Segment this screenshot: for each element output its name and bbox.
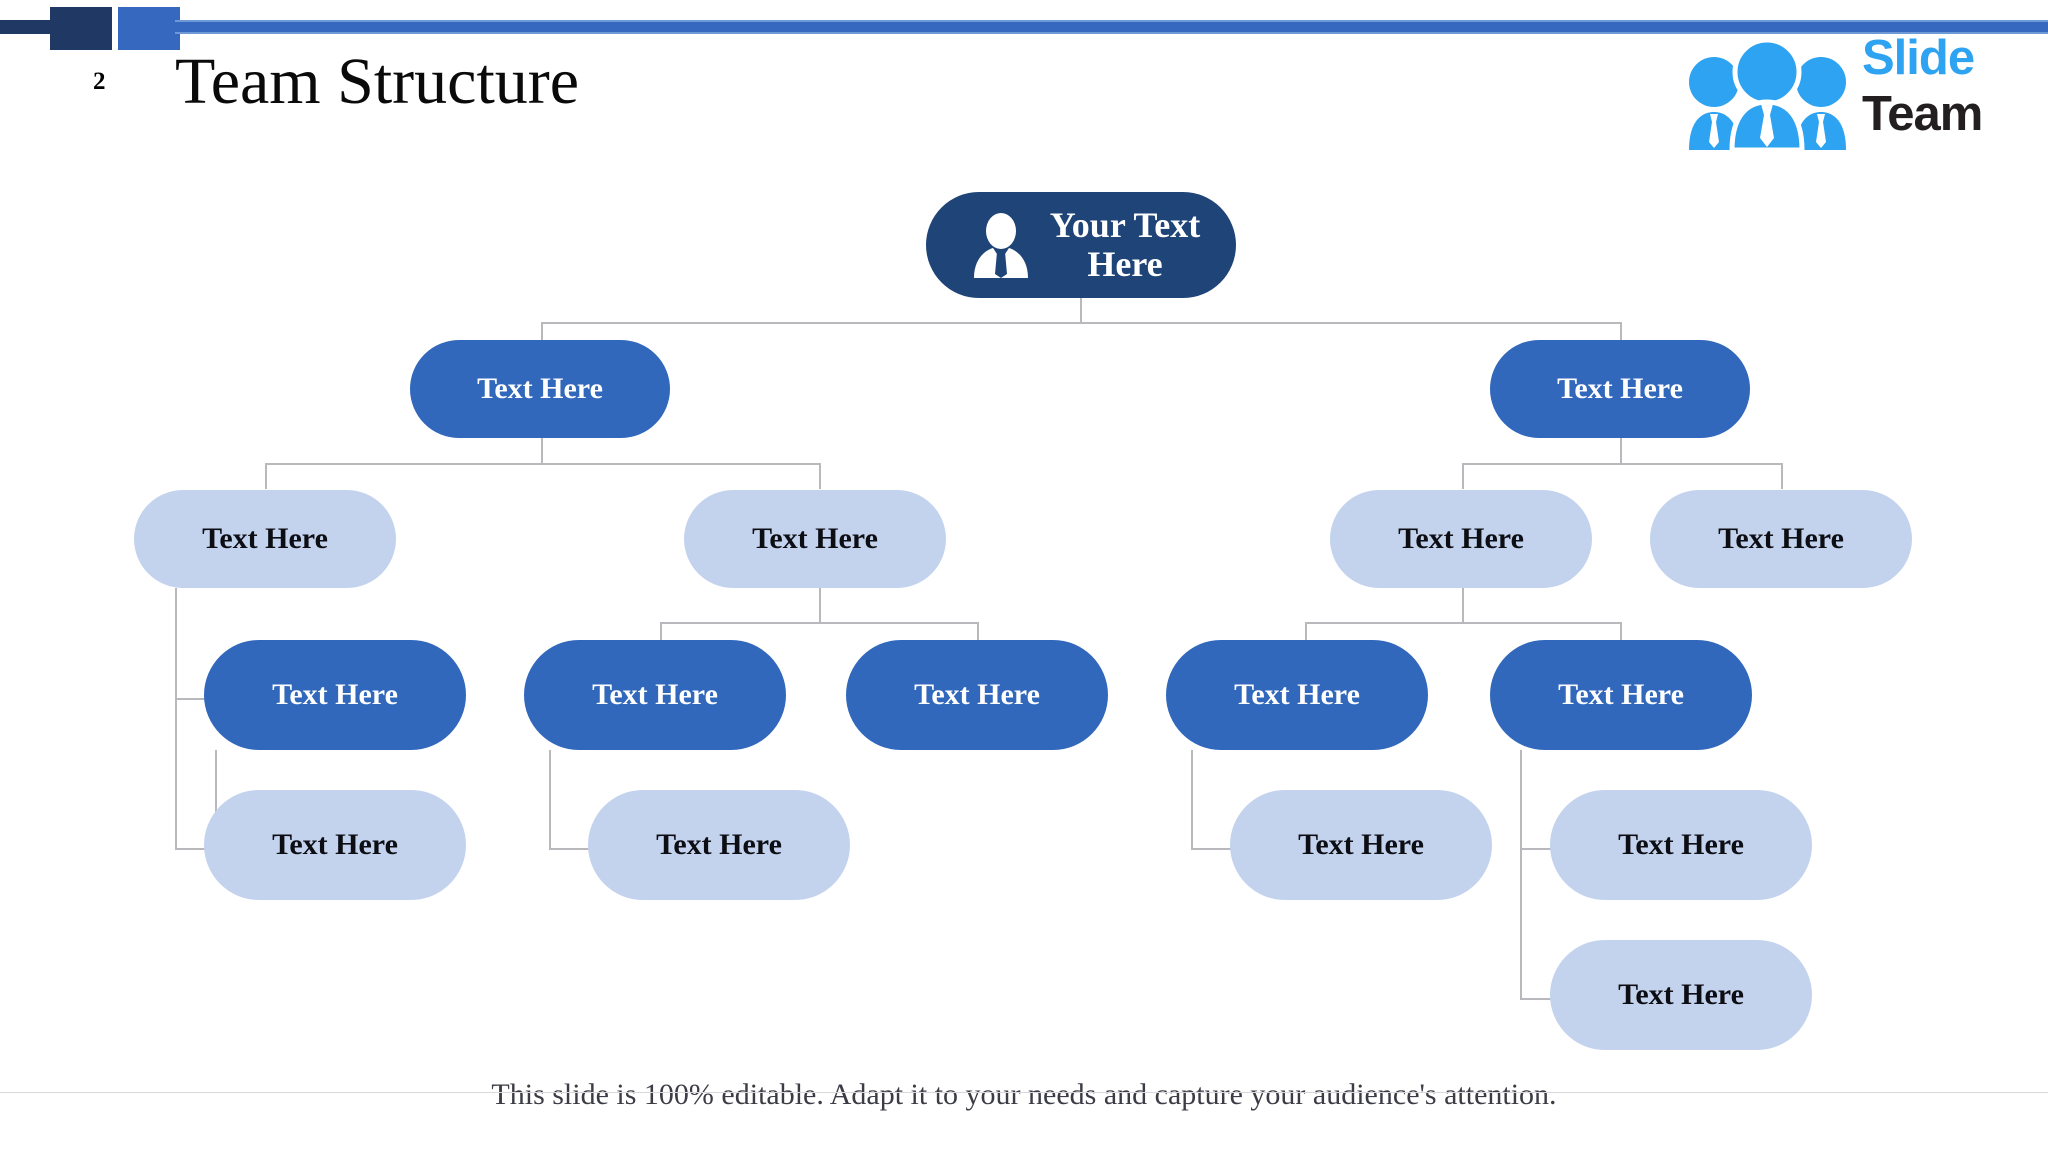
org-node-n11[interactable]: Text Here: [1490, 640, 1752, 750]
connector-n5-bus: [1305, 622, 1622, 624]
org-node-n1[interactable]: Text Here: [410, 340, 670, 438]
connector-n8-spine: [549, 750, 551, 848]
connector-root-to-n2: [1620, 322, 1622, 342]
org-node-n13-label: Text Here: [656, 828, 782, 861]
org-node-n6[interactable]: Text Here: [1650, 490, 1912, 588]
connector-n10-spine: [1191, 750, 1193, 848]
logo-word-slide: Slide: [1862, 31, 1975, 85]
org-node-root[interactable]: Your Text Here: [926, 192, 1236, 298]
org-node-n12-label: Text Here: [272, 828, 398, 861]
connector-n2-to-n5: [1462, 463, 1464, 489]
connector-root-to-n1: [541, 322, 543, 342]
connector-n4-to-n8: [660, 622, 662, 652]
logo-word-team: Team: [1862, 87, 1983, 141]
org-node-n15-label: Text Here: [1618, 828, 1744, 861]
connector-n11-spine: [1520, 750, 1522, 998]
org-node-n14[interactable]: Text Here: [1230, 790, 1492, 900]
org-node-n13[interactable]: Text Here: [588, 790, 850, 900]
org-node-n3[interactable]: Text Here: [134, 490, 396, 588]
connector-n1-to-n4: [819, 463, 821, 489]
connector-n3-to-n12: [175, 848, 215, 850]
org-node-n10-label: Text Here: [1234, 678, 1360, 711]
connector-n11-to-n15: [1520, 848, 1560, 850]
connector-n5-stem: [1462, 588, 1464, 622]
connector-n3-spine: [175, 588, 177, 848]
org-node-n15[interactable]: Text Here: [1550, 790, 1812, 900]
org-node-n7-label: Text Here: [272, 678, 398, 711]
org-node-n5-label: Text Here: [1398, 522, 1524, 555]
connector-n4-to-n9: [977, 622, 979, 652]
header-accent-bar-left: [0, 20, 58, 34]
connector-n1-to-n3: [265, 463, 267, 489]
connector-n10-to-n14: [1191, 848, 1231, 850]
org-node-n16-label: Text Here: [1618, 978, 1744, 1011]
org-node-n2[interactable]: Text Here: [1490, 340, 1750, 438]
org-node-n4[interactable]: Text Here: [684, 490, 946, 588]
org-node-n1-label: Text Here: [477, 372, 603, 405]
three-people-icon: [1689, 38, 1846, 150]
connector-n2-to-n6: [1781, 463, 1783, 489]
connector-n1-stem: [541, 437, 543, 463]
connector-n5-to-n11: [1620, 622, 1622, 652]
connector-n3-to-n7: [175, 698, 215, 700]
org-node-n11-label: Text Here: [1558, 678, 1684, 711]
org-node-n8-label: Text Here: [592, 678, 718, 711]
org-node-n7[interactable]: Text Here: [204, 640, 466, 750]
connector-n1-bus: [265, 463, 820, 465]
person-silhouette-icon: [974, 213, 1028, 278]
connector-n2-stem: [1620, 437, 1622, 463]
org-node-n8[interactable]: Text Here: [524, 640, 786, 750]
org-node-n10[interactable]: Text Here: [1166, 640, 1428, 750]
header-accent-square-blue: [118, 7, 180, 50]
org-node-n16[interactable]: Text Here: [1550, 940, 1812, 1050]
connector-root-bus: [541, 322, 1621, 324]
slideteam-logo: Slide Team: [1680, 34, 2030, 154]
org-node-n2-label: Text Here: [1557, 372, 1683, 405]
org-node-root-label: Your Text Here: [1049, 205, 1201, 284]
org-node-n6-label: Text Here: [1718, 522, 1844, 555]
org-node-n4-label: Text Here: [752, 522, 878, 555]
org-node-n9[interactable]: Text Here: [846, 640, 1108, 750]
connector-n8-to-n13: [549, 848, 589, 850]
connector-n7-spine: [215, 750, 217, 848]
page-number: 2: [93, 68, 106, 95]
connector-n4-bus: [660, 622, 978, 624]
header-accent-square-dark: [50, 7, 112, 50]
org-node-n9-label: Text Here: [914, 678, 1040, 711]
org-node-n5[interactable]: Text Here: [1330, 490, 1592, 588]
connector-n2-bus: [1462, 463, 1782, 465]
connector-root-stem: [1080, 298, 1082, 322]
logo-wordmark: Slide Team: [1862, 34, 2032, 150]
connector-n5-to-n10: [1305, 622, 1307, 652]
footer-divider: [0, 1092, 2048, 1093]
footer-note: This slide is 100% editable. Adapt it to…: [491, 1078, 1557, 1111]
page-title: Team Structure: [175, 45, 580, 118]
org-node-n3-label: Text Here: [202, 522, 328, 555]
org-node-n14-label: Text Here: [1298, 828, 1424, 861]
connector-n4-stem: [819, 588, 821, 622]
header-accent-bar-long: [175, 20, 2048, 34]
connector-n11-to-n16: [1520, 998, 1560, 1000]
org-node-n12[interactable]: Text Here: [204, 790, 466, 900]
